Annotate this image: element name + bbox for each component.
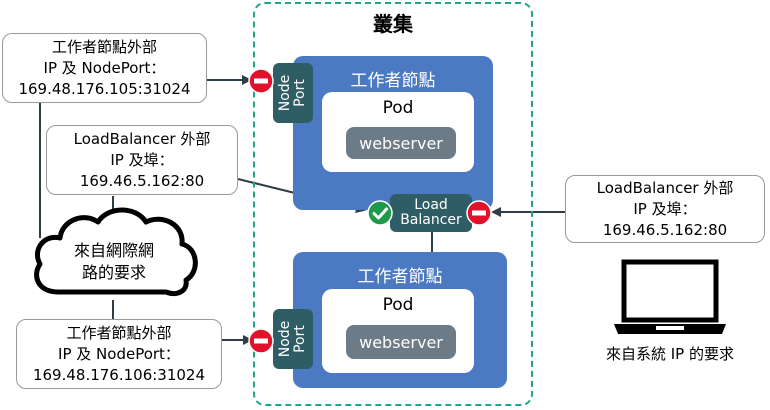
callout-nodeport-top: 工作者節點外部 IP 及 NodePort： 169.48.176.105:31… [2,33,207,103]
pod-bottom-title: Pod [382,295,414,315]
load-balancer: Load Balancer [390,194,472,232]
nodeport-top-label: Node Port [277,74,308,112]
laptop-icon [614,259,726,334]
cluster-title: 叢集 [373,12,413,36]
callout-lb-left: LoadBalancer 外部 IP 及埠： 169.46.5.162:80 [46,125,238,195]
callout-line: IP 及 NodePort： [58,344,180,363]
cloud-label-line: 路的要求 [81,263,146,282]
cloud-icon [34,207,198,296]
nodeport-top: Node Port [273,63,313,123]
callout-line: LoadBalancer 外部 [596,178,734,197]
callout-line: LoadBalancer 外部 [73,129,211,148]
callout-line: 工作者節點外部 [66,323,172,342]
callout-line: 169.48.176.105:31024 [18,79,191,98]
callout-line: 169.46.5.162:80 [79,171,205,190]
pod-top-title: Pod [382,98,414,118]
callout-line: IP 及 NodePort： [43,58,166,77]
webserver-bottom: webserver [346,325,456,359]
cluster-boundary [253,2,533,406]
nodeport-bottom-label: Node Port [277,320,308,358]
callout-line: IP 及埠： [110,150,174,169]
worker-node-bottom-title: 工作者節點 [357,267,443,287]
cloud-label-line: 來自網際網 [73,241,154,260]
webserver-top: webserver [346,127,456,159]
laptop-caption: 來自系統 IP 的要求 [605,345,734,363]
no-entry-icon [248,68,274,94]
callout-line: 169.46.5.162:80 [602,220,728,239]
no-entry-icon [466,200,492,226]
callout-line: 169.48.176.106:31024 [32,365,206,384]
checkmark-circle-icon [367,200,393,226]
callout-line: IP 及埠： [633,199,697,218]
callout-nodeport-bottom: 工作者節點外部 IP 及 NodePort： 169.48.176.106:31… [16,319,222,389]
nodeport-bottom: Node Port [273,309,313,369]
worker-node-top-title: 工作者節點 [350,71,436,91]
callout-lb-right: LoadBalancer 外部 IP 及埠： 169.46.5.162:80 [565,175,765,243]
callout-line: 工作者節點外部 [51,37,157,56]
no-entry-icon [248,328,274,354]
cloud-label: 來自網際網 路的要求 [58,240,170,284]
